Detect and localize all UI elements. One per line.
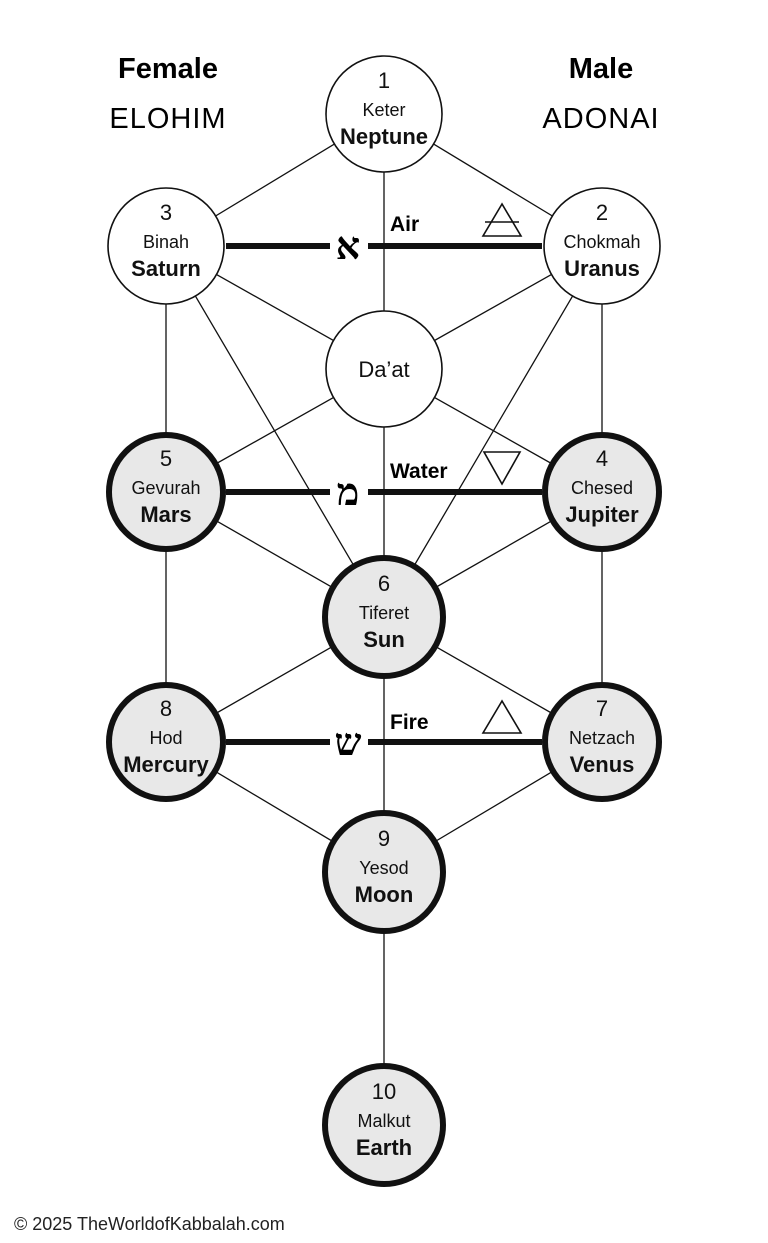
element-label-air: Air — [390, 213, 419, 236]
sefira-name: Da’at — [358, 357, 409, 382]
sefira-daat: Da’at — [325, 310, 443, 428]
mother-paths — [226, 243, 542, 745]
sefira-number: 8 — [160, 696, 172, 721]
letter-shin: ש — [335, 719, 362, 764]
header-female-title: Female — [118, 53, 218, 85]
sefira-name: Hod — [149, 728, 182, 748]
header-elohim: ELOHIM — [109, 103, 226, 135]
sefira-number: 4 — [596, 446, 608, 471]
sefira-circle — [542, 432, 662, 552]
letter-aleph: א — [336, 223, 360, 268]
header-adonai: ADONAI — [542, 103, 659, 135]
sefira-number: 9 — [378, 826, 390, 851]
sefira-planet: Saturn — [131, 256, 201, 281]
sefira-number: 2 — [596, 200, 608, 225]
sefira-circle — [543, 187, 661, 305]
header-male-title: Male — [569, 53, 633, 85]
sefira-number: 3 — [160, 200, 172, 225]
copyright-footer: © 2025 TheWorldofKabbalah.com — [14, 1214, 285, 1234]
water-triangle-icon — [482, 451, 522, 486]
element-label-fire: Fire — [390, 711, 429, 734]
sefira-name: Binah — [143, 232, 189, 252]
sefira-circle — [322, 1063, 446, 1187]
sefira-planet: Jupiter — [565, 502, 639, 527]
sefira-planet: Earth — [356, 1135, 412, 1160]
sefira-name: Chokmah — [563, 232, 640, 252]
sefira-circle — [542, 682, 662, 802]
sefira-name: Chesed — [571, 478, 633, 498]
sefira-number: 5 — [160, 446, 172, 471]
element-label-water: Water — [390, 460, 448, 483]
sefira-circle — [106, 432, 226, 552]
fire-triangle-icon — [481, 699, 523, 734]
path-chokmah-tiferet — [383, 245, 603, 618]
sefira-circle — [322, 555, 446, 679]
path-binah-tiferet — [165, 245, 385, 618]
sefira-number: 10 — [372, 1079, 396, 1104]
sefira-planet: Mars — [140, 502, 191, 527]
sefira-number: 1 — [378, 68, 390, 93]
sefira-circle — [325, 55, 443, 173]
sefira-planet: Moon — [355, 882, 414, 907]
sefira-name: Malkut — [357, 1111, 410, 1131]
sefira-planet: Neptune — [340, 124, 428, 149]
air-triangle-icon — [481, 202, 523, 237]
sefira-circle — [107, 187, 225, 305]
sefira-name: Gevurah — [131, 478, 200, 498]
sefira-name: Yesod — [359, 858, 408, 878]
letter-mem: מ — [337, 469, 360, 514]
sefira-name: Keter — [362, 100, 405, 120]
sefira-planet: Sun — [363, 627, 405, 652]
sefira-planet: Mercury — [123, 752, 209, 777]
sefira-planet: Venus — [570, 752, 635, 777]
sefira-planet: Uranus — [564, 256, 640, 281]
sefira-name: Netzach — [569, 728, 635, 748]
sefira-circle — [325, 310, 443, 428]
sefira-number: 6 — [378, 571, 390, 596]
sefira-name: Tiferet — [359, 603, 409, 623]
sefira-circle — [322, 810, 446, 934]
sefira-circle — [106, 682, 226, 802]
sefira-number: 7 — [596, 696, 608, 721]
